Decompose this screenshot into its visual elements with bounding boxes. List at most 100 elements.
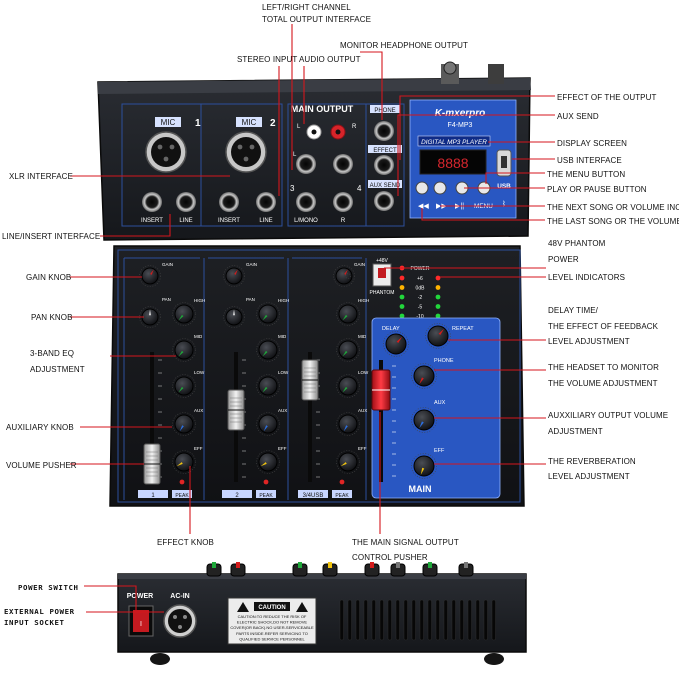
eff-main-label: EFF [434, 448, 445, 454]
level-mark-0: +6 [417, 276, 423, 282]
label-line-insert: LINE/INSERT INTERFACE [2, 231, 100, 242]
aux-label-3: AUX [358, 408, 367, 413]
led-left-3 [400, 304, 405, 309]
rca-r-label: R [352, 124, 357, 130]
main-label: MAIN [409, 484, 432, 494]
label-auxiliary-knob: AUXILIARY KNOB [6, 422, 74, 433]
usb-label: USB [497, 183, 511, 190]
ch4-num: 4 [357, 184, 362, 193]
label-lr-channel-2: TOTAL OUTPUT INTERFACE [262, 14, 371, 25]
stereo-l-jack[interactable] [296, 192, 316, 212]
main-r-jack[interactable] [333, 154, 353, 174]
low-label-1: LOW [194, 370, 205, 375]
label-aux-out-1: AUXXILIARY OUTPUT VOLUME [548, 410, 668, 421]
label-lr-channel-1: LEFT/RIGHT CHANNEL [262, 2, 351, 13]
line-jack-2[interactable] [256, 192, 276, 212]
insert-jack-2[interactable] [219, 192, 239, 212]
gain-label-3: GAIN [354, 262, 365, 267]
mid-label-3: MID [358, 334, 367, 339]
btn-1[interactable] [416, 182, 428, 194]
power-led-label: POWER [411, 266, 430, 272]
label-headset-1: THE HEADSET TO MONITOR [548, 362, 659, 373]
label-delay-1: DELAY TIME/ [548, 305, 598, 316]
low-label-3: LOW [358, 370, 369, 375]
label-monitor-headphone: MONITOR HEADPHONE OUTPUT [340, 40, 468, 51]
display-segments: 8888 [437, 155, 468, 171]
back-acin-label: AC-IN [170, 593, 189, 600]
label-volume-pusher: VOLUME PUSHER [6, 460, 77, 471]
peak-label-2: PEAK [259, 493, 273, 499]
insert-jack-1[interactable] [142, 192, 162, 212]
led-left-1 [400, 285, 405, 290]
label-aux-out-2: ADJUSTMENT [548, 426, 603, 437]
label-delay-2: THE EFFECT OF FEEDBACK [548, 321, 658, 332]
pan-label-2: PAN [246, 297, 255, 302]
ac-in-socket[interactable] [164, 605, 196, 637]
volume-fader-3[interactable] [302, 360, 318, 400]
label-phantom-2: POWER [548, 254, 579, 265]
label-display-screen: DISPLAY SCREEN [557, 138, 627, 149]
xlr-jack-2[interactable] [226, 132, 266, 172]
btn-2[interactable] [434, 182, 446, 194]
bluetooth-icon: ᛒ [502, 200, 506, 208]
label-last-song: THE LAST SONG OR THE VOLUME DOWN [547, 216, 679, 227]
label-pan-knob: PAN KNOB [31, 312, 73, 323]
mic2-label: MIC [242, 118, 257, 127]
phone-knob-label: PHONE [434, 358, 454, 364]
gain-label-2: GAIN [246, 262, 257, 267]
stereo-r-label: R [341, 218, 346, 224]
led-right-2 [436, 295, 441, 300]
led-right-0 [436, 276, 441, 281]
effect-jack[interactable] [374, 155, 394, 175]
label-main-signal-2: CONTROL PUSHER [352, 552, 428, 563]
label-reverb-1: THE REVERBERATION [548, 456, 636, 467]
power-plug-top [488, 64, 504, 84]
back-power-label: POWER [127, 593, 153, 600]
label-level-indicators: LEVEL INDICATORS [548, 272, 625, 283]
label-delay-3: LEVEL ADJUSTMENT [548, 336, 630, 347]
prev-icon: ◀◀ [418, 203, 429, 210]
line-jack-1[interactable] [176, 192, 196, 212]
led-left-2 [400, 295, 405, 300]
label-usb-interface: USB INTERFACE [557, 155, 622, 166]
label-play-pause: PLAY OR PAUSE BUTTON [547, 184, 647, 195]
label-headset-2: THE VOLUME ADJUSTMENT [548, 378, 658, 389]
label-effect-output: EFFECT OF THE OUTPUT [557, 92, 656, 103]
ch3-num: 3 [290, 184, 295, 193]
label-gain-knob: GAIN KNOB [26, 272, 71, 283]
pan-label-1: PAN [162, 297, 171, 302]
peak-label-3: PEAK [335, 493, 349, 499]
lmono-label: L/MONO [294, 218, 318, 224]
label-eq-1: 3-BAND EQ [30, 348, 74, 359]
xlr-jack-1[interactable] [146, 132, 186, 172]
display-title: DIGITAL MP3 PLAYER [421, 139, 487, 146]
stereo-r-jack[interactable] [333, 192, 353, 212]
label-reverb-2: LEVEL ADJUSTMENT [548, 471, 630, 482]
model-name: F4-MP3 [448, 122, 473, 129]
repeat-label: REPEAT [452, 326, 474, 332]
main-output-title: MAIN OUTPUT [291, 104, 354, 114]
aux-label-1: AUX [194, 408, 203, 413]
led-left-0 [400, 276, 405, 281]
level-mark-2: -2 [418, 295, 423, 301]
aux-main-label: AUX [434, 400, 446, 406]
main-l-jack[interactable] [296, 154, 316, 174]
volume-fader-1[interactable] [144, 444, 160, 484]
label-ext-power-2: INPUT SOCKET [4, 617, 65, 628]
high-label-3: HIGH [358, 298, 369, 303]
delay-label: DELAY [382, 326, 400, 332]
peak-led-3 [340, 480, 345, 485]
phone-jack[interactable] [374, 121, 394, 141]
volume-fader-2[interactable] [228, 390, 244, 430]
phantom-label: PHANTOM [370, 290, 395, 296]
aux-send-jack[interactable] [374, 191, 394, 211]
peak-led-1 [180, 480, 185, 485]
caution-line-3: PARTS INSIDE.REFER SERVICING TO [236, 631, 308, 636]
label-audio-output: AUDIO OUTPUT [299, 54, 361, 65]
gain-label-1: GAIN [162, 262, 173, 267]
label-aux-send: AUX SEND [557, 111, 599, 122]
phantom-48-label: +48V [376, 258, 388, 264]
led-right-3 [436, 304, 441, 309]
label-phantom-1: 48V PHANTOM [548, 238, 605, 249]
